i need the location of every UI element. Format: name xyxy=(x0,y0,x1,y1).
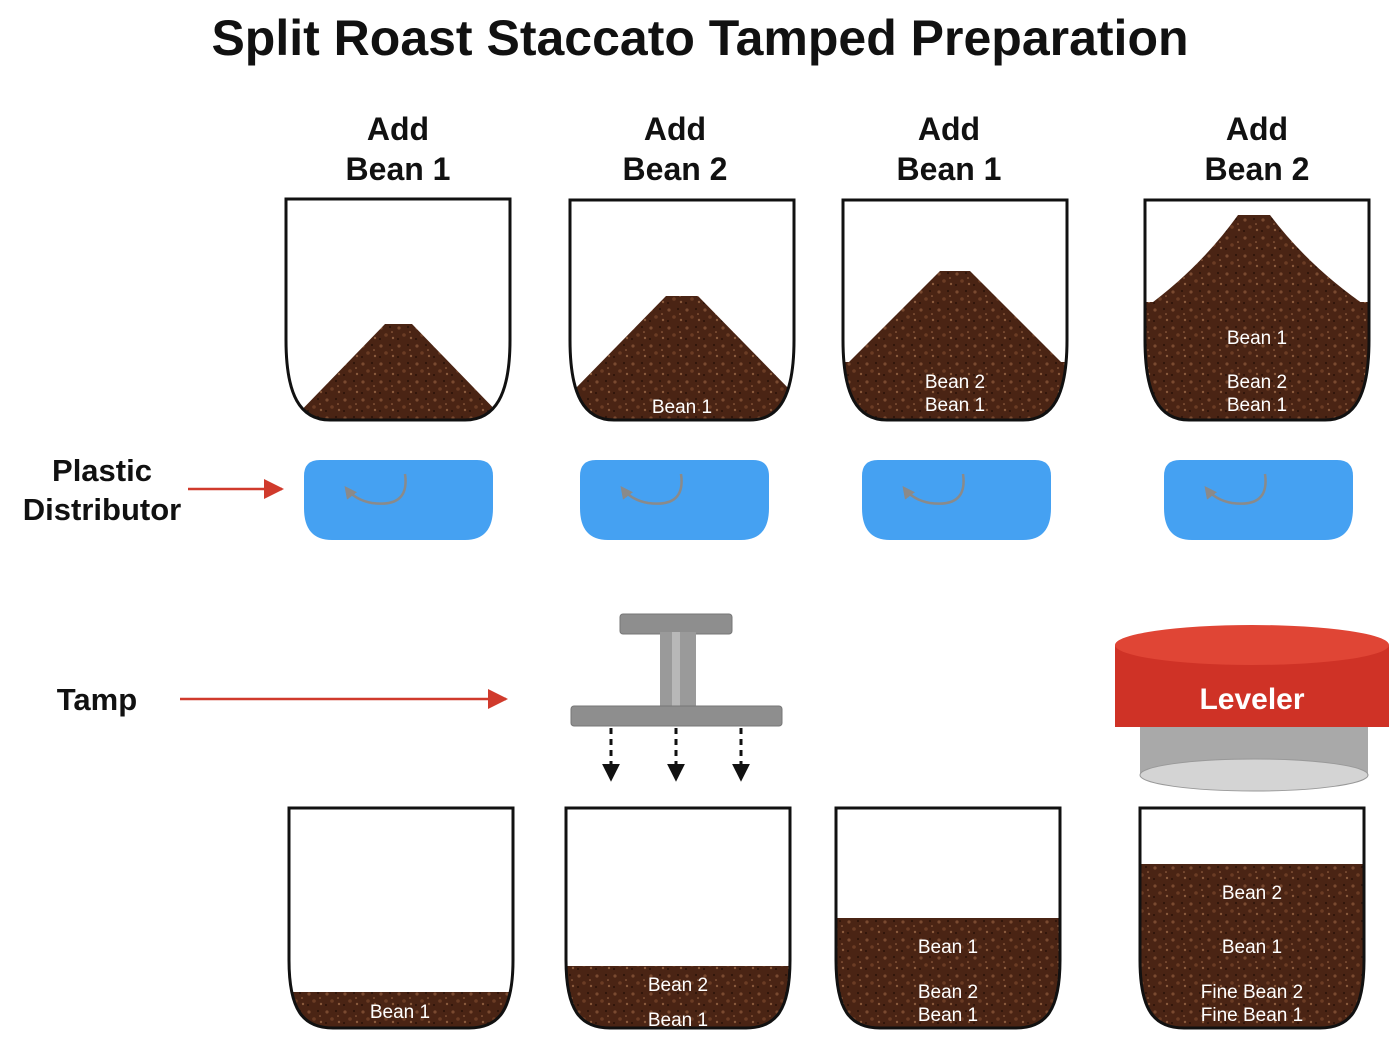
basket-outline xyxy=(568,198,796,422)
step-header-1-line2: Bean 1 xyxy=(346,151,451,187)
layer-label: Bean 2 xyxy=(925,372,985,393)
layer-label: Bean 1 xyxy=(370,1002,430,1023)
bottom-basket-4: Bean 2 Bean 1 Fine Bean 2 Fine Bean 1 xyxy=(1138,806,1366,1030)
top-basket-4: Bean 1 Bean 2 Bean 1 xyxy=(1143,198,1371,422)
press-arrows xyxy=(602,728,750,782)
bottom-basket-3: Bean 1 Bean 2 Bean 1 xyxy=(834,806,1062,1030)
distributor-3 xyxy=(862,460,1051,540)
tamper-icon xyxy=(570,613,783,727)
coffee-mound xyxy=(570,296,794,420)
step-header-3: Add Bean 1 xyxy=(897,111,1002,187)
top-basket-2: Bean 1 xyxy=(568,198,796,422)
coffee-layer xyxy=(566,966,790,1028)
bottom-basket-2: Bean 2 Bean 1 xyxy=(564,806,792,1031)
distributor-label-line2: Distributor xyxy=(23,492,181,527)
layer-label: Bean 1 xyxy=(652,397,712,418)
step-header-2-line1: Add xyxy=(644,111,706,147)
rotate-arrow-icon xyxy=(902,473,965,505)
basket-outline xyxy=(1138,806,1366,1030)
coffee-mound xyxy=(1145,215,1369,420)
layer-label: Bean 1 xyxy=(1227,328,1287,349)
layer-label: Bean 1 xyxy=(918,937,978,958)
distributor-2 xyxy=(580,460,769,540)
step-header-4-line1: Add xyxy=(1226,111,1288,147)
coffee-layer xyxy=(289,992,513,1028)
basket-outline xyxy=(287,806,515,1030)
step-header-1: Add Bean 1 xyxy=(346,111,451,187)
coffee-mound xyxy=(843,271,1067,420)
tamp-label: Tamp xyxy=(57,682,137,717)
step-header-3-line2: Bean 1 xyxy=(897,151,1002,187)
step-header-4-line2: Bean 2 xyxy=(1205,151,1310,187)
top-basket-3: Bean 2 Bean 1 xyxy=(841,198,1069,422)
coffee-layer xyxy=(836,918,1060,1028)
layer-label: Bean 2 xyxy=(1222,883,1282,904)
page-title: Split Roast Staccato Tamped Preparation xyxy=(211,10,1188,66)
basket-outline xyxy=(564,806,792,1030)
distributor-label-line1: Plastic xyxy=(52,453,152,488)
layer-label: Fine Bean 2 xyxy=(1201,982,1303,1003)
layer-label: Fine Bean 1 xyxy=(1201,1005,1303,1026)
basket-outline xyxy=(284,197,512,422)
layer-label: Bean 2 xyxy=(648,975,708,996)
distributor-1 xyxy=(304,460,493,540)
layer-label: Bean 1 xyxy=(1222,937,1282,958)
step-header-2: Add Bean 2 xyxy=(623,111,728,187)
leveler-icon: Leveler xyxy=(1115,625,1389,792)
top-basket-1 xyxy=(284,197,512,422)
layer-label: Bean 1 xyxy=(648,1010,708,1031)
layer-label: Bean 1 xyxy=(918,1005,978,1026)
rotate-arrow-icon xyxy=(344,473,407,505)
layer-label: Bean 2 xyxy=(918,982,978,1003)
basket-outline xyxy=(834,806,1062,1030)
step-header-1-line1: Add xyxy=(367,111,429,147)
step-header-3-line1: Add xyxy=(918,111,980,147)
leveler-label: Leveler xyxy=(1199,683,1304,716)
layer-label: Bean 2 xyxy=(1227,372,1287,393)
bottom-basket-1: Bean 1 xyxy=(287,806,515,1030)
basket-outline xyxy=(1143,198,1371,422)
step-header-4: Add Bean 2 xyxy=(1205,111,1310,187)
coffee-mound xyxy=(290,324,507,420)
layer-label: Bean 1 xyxy=(925,395,985,416)
basket-outline xyxy=(841,198,1069,422)
rotate-arrow-icon xyxy=(1204,473,1267,505)
rotate-arrow-icon xyxy=(620,473,683,505)
layer-label: Bean 1 xyxy=(1227,395,1287,416)
distributor-4 xyxy=(1164,460,1353,540)
coffee-layer xyxy=(1140,864,1364,1028)
step-header-2-line2: Bean 2 xyxy=(623,151,728,187)
